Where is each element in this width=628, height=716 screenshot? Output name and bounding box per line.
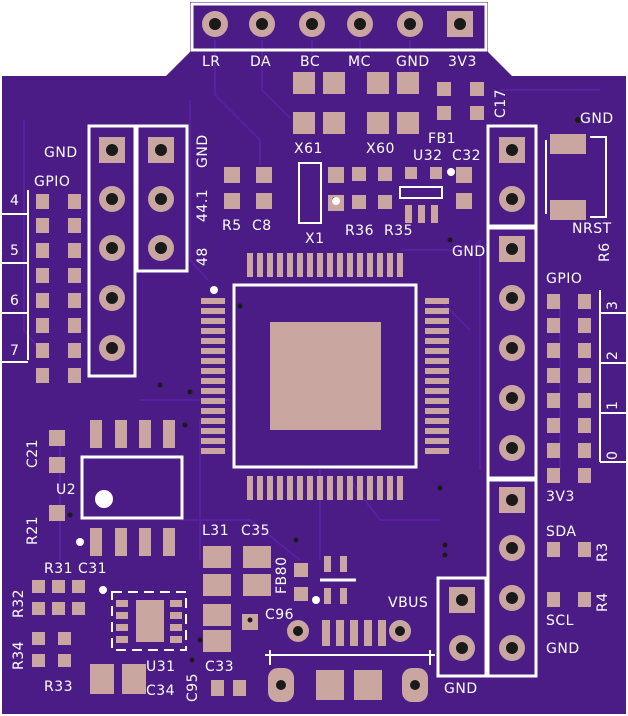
ref-u31: U31 — [146, 659, 176, 675]
left-pin-7: 7 — [10, 343, 20, 359]
mcu-pin1-dot — [210, 286, 218, 294]
ref-r33: R33 — [44, 679, 74, 695]
left-header-outline — [87, 124, 137, 378]
mcu-thermal-pad — [270, 322, 381, 430]
right-sda-label: SDA — [546, 524, 577, 540]
vbus-header-pins — [449, 587, 475, 661]
vbus-header-outline — [436, 576, 488, 678]
top-label-bc: BC — [300, 54, 321, 70]
right-scl-label: SCL — [546, 613, 574, 629]
left-pin-5: 5 — [10, 243, 20, 259]
top-label-lr: LR — [202, 54, 221, 70]
ref-c96: C96 — [265, 607, 295, 623]
top-header-pins — [202, 11, 473, 37]
ref-fb80: FB80 — [274, 556, 290, 594]
white-dots — [76, 168, 455, 604]
bottom-left-pads — [32, 580, 246, 696]
u2-pin1-dot — [95, 490, 113, 508]
regulator-pads — [203, 546, 347, 652]
ref-u32: U32 — [413, 148, 443, 164]
ref-r5: R5 — [222, 218, 242, 234]
ref-x60: X60 — [366, 141, 395, 157]
right-header-top-pins — [499, 137, 525, 212]
mcu-outline — [232, 283, 418, 469]
ref-c33: C33 — [205, 659, 235, 675]
right-pin-3: 3 — [605, 300, 621, 310]
right-gpio-pads — [547, 294, 591, 607]
mcu-pins-top — [247, 253, 403, 277]
left-gpio-label: GPIO — [34, 174, 71, 190]
top-label-3v3: 3V3 — [448, 54, 477, 70]
clock-select-pins — [148, 137, 174, 261]
clock-select-outline — [135, 124, 189, 273]
ref-r3: R3 — [595, 542, 611, 562]
ref-c34: C34 — [146, 683, 176, 699]
reset-button — [545, 134, 607, 220]
ref-r32: R32 — [11, 588, 27, 618]
left-pin-4: 4 — [10, 193, 20, 209]
right-pin-2: 2 — [605, 350, 621, 360]
left-header-pins — [99, 137, 125, 361]
ref-x61: X61 — [294, 141, 323, 157]
mcu-pins-bottom — [247, 476, 403, 500]
ref-u2: U2 — [56, 482, 77, 498]
ref-c95: C95 — [185, 672, 201, 702]
right-header-mid-pins — [499, 236, 525, 461]
left-gpio-silk-lines — [2, 190, 29, 363]
right-gpio-silk-lines — [599, 290, 626, 463]
right-pin-0: 0 — [605, 450, 621, 460]
usb-connector — [265, 620, 435, 702]
vbus-label: VBUS — [388, 595, 429, 611]
left-pin-6: 6 — [10, 293, 20, 309]
right-3v3-label: 3V3 — [546, 489, 575, 505]
crystal-x1-outline — [298, 162, 322, 224]
right-header-mid-outline — [486, 226, 538, 480]
ref-x1: X1 — [305, 231, 325, 247]
right-gnd-mid: GND — [452, 244, 486, 260]
left-gpio-pads — [36, 194, 81, 383]
u31-footprint — [111, 591, 187, 651]
crystal-pads — [224, 72, 484, 223]
ref-c8: C8 — [252, 218, 272, 234]
mcu-pins-right — [425, 298, 449, 454]
ref-c21: C21 — [25, 438, 41, 468]
top-label-mc: MC — [348, 54, 371, 70]
ref-r31: R31 — [44, 561, 74, 577]
ref-r4: R4 — [595, 592, 611, 612]
clock-441-label: 44.1 — [195, 188, 211, 222]
ref-r6: R6 — [597, 242, 613, 262]
right-gpio-label: GPIO — [546, 271, 583, 287]
left-gnd-label: GND — [44, 145, 78, 161]
nrst-label: NRST — [572, 221, 612, 237]
right-gnd-top: GND — [580, 111, 614, 127]
ref-fb1: FB1 — [428, 131, 457, 147]
right-header-bottom-outline — [486, 478, 538, 678]
top-label-gnd: GND — [396, 54, 430, 70]
right-gnd-bottom: GND — [546, 641, 580, 657]
u2-outline — [80, 455, 184, 520]
ref-r36: R36 — [345, 223, 375, 239]
right-pin-1: 1 — [605, 400, 621, 410]
ref-c31: C31 — [78, 561, 108, 577]
u2-pads — [49, 420, 175, 556]
mcu-pins-left — [201, 298, 225, 454]
ref-r34: R34 — [11, 640, 27, 670]
clock-gnd-label: GND — [195, 134, 211, 168]
top-header-outline — [190, 2, 488, 52]
u32-outline — [399, 186, 443, 199]
ref-l31: L31 — [202, 523, 230, 539]
right-header-top-outline — [486, 124, 538, 228]
right-header-bottom-pins — [499, 487, 525, 661]
ref-r35: R35 — [384, 223, 414, 239]
clock-48-label: 48 — [195, 247, 211, 266]
top-label-da: DA — [250, 54, 272, 70]
bottom-gnd-label: GND — [444, 681, 478, 697]
ref-c17: C17 — [493, 88, 509, 118]
ref-c35: C35 — [241, 523, 271, 539]
ref-r21: R21 — [25, 515, 41, 545]
ref-c32: C32 — [452, 148, 482, 164]
